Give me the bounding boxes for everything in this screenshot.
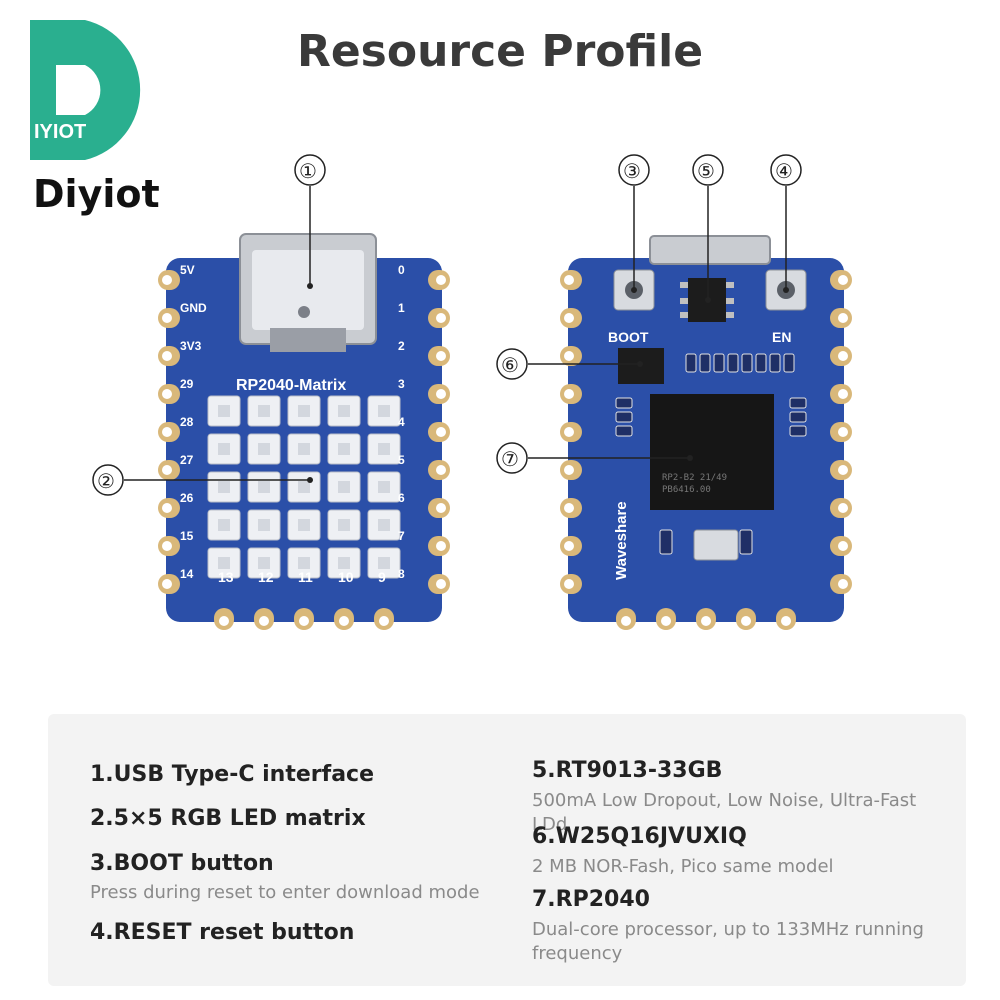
front-right-pin-label: 1 bbox=[398, 301, 405, 315]
front-left-pin-label: 29 bbox=[180, 377, 194, 391]
feature-3-title: 3.BOOT button bbox=[90, 851, 274, 876]
callout-5: ⑤ bbox=[697, 159, 715, 183]
feature-7-desc: Dual-core processor, up to 133MHz runnin… bbox=[532, 919, 924, 964]
feature-6-desc: 2 MB NOR-Fash, Pico same model bbox=[532, 856, 834, 877]
front-right-pin-label: 8 bbox=[398, 567, 405, 581]
chip-text-1: RP2-B2 21/49 bbox=[662, 473, 727, 483]
front-right-pin-label: 2 bbox=[398, 339, 405, 353]
callout-1: ① bbox=[299, 159, 317, 183]
front-right-pin-label: 3 bbox=[398, 377, 405, 391]
front-left-pin-label: 27 bbox=[180, 453, 194, 467]
front-left-pin-label: 15 bbox=[180, 529, 194, 543]
front-right-pin-label: 6 bbox=[398, 491, 405, 505]
feature-3-desc: Press during reset to enter download mod… bbox=[90, 882, 480, 903]
front-edge-pads bbox=[158, 270, 450, 630]
page-title: Resource Profile bbox=[296, 26, 704, 77]
back-edge-pads bbox=[560, 270, 852, 630]
chip-text-2: PB6416.00 bbox=[662, 485, 711, 495]
feature-1-title: 1.USB Type-C interface bbox=[90, 762, 375, 787]
en-label: EN bbox=[772, 329, 791, 345]
feature-4-title: 4.RESET reset button bbox=[90, 920, 355, 945]
feature-panel: 1.USB Type-C interface 2.5×5 RGB LED mat… bbox=[48, 714, 966, 986]
feature-6-title: 6.W25Q16JVUXIQ bbox=[532, 824, 747, 849]
front-bottom-pin-label: 10 bbox=[338, 569, 354, 585]
feature-5-desc: 500mA Low Dropout, Low Noise, Ultra-Fast… bbox=[532, 790, 917, 835]
front-right-pin-label: 0 bbox=[398, 263, 405, 277]
callout-2: ② bbox=[97, 469, 115, 493]
brand-name: Diyiot bbox=[33, 172, 160, 216]
feature-2-title: 2.5×5 RGB LED matrix bbox=[90, 806, 366, 831]
logo-text: IYIOT bbox=[34, 121, 86, 143]
callout-7: ⑦ bbox=[501, 447, 519, 471]
feature-5-title: 5.RT9013-33GB bbox=[532, 758, 723, 783]
board-front-image: RP2040-Matrix 5VGND3V3292827261514012345… bbox=[92, 154, 450, 630]
front-left-pin-label: 14 bbox=[180, 567, 194, 581]
boot-label: BOOT bbox=[608, 329, 649, 345]
back-brand: Waveshare bbox=[613, 501, 630, 580]
front-left-pin-label: 5V bbox=[180, 263, 195, 277]
front-left-pin-label: 28 bbox=[180, 415, 194, 429]
front-left-pin-label: GND bbox=[180, 301, 207, 315]
board-back-image: BOOT EN RP2-B2 21/49 PB6416.00 Waveshare… bbox=[496, 154, 852, 630]
feature-7-title: 7.RP2040 bbox=[532, 887, 650, 912]
front-right-pin-label: 5 bbox=[398, 453, 405, 467]
front-bottom-pin-label: 11 bbox=[298, 569, 313, 585]
front-bottom-pin-label: 9 bbox=[378, 569, 386, 585]
callout-4: ④ bbox=[775, 159, 793, 183]
front-bottom-pin-label: 13 bbox=[218, 569, 234, 585]
front-bottom-pin-label: 12 bbox=[258, 569, 274, 585]
callout-6: ⑥ bbox=[501, 353, 519, 377]
callout-3: ③ bbox=[623, 159, 641, 183]
brand-logo: IYIOT bbox=[30, 20, 141, 160]
front-silkscreen: RP2040-Matrix bbox=[236, 377, 346, 394]
rgb-led-matrix bbox=[207, 395, 401, 579]
front-left-pin-label: 3V3 bbox=[180, 339, 202, 353]
front-right-pin-label: 7 bbox=[398, 529, 405, 543]
front-right-pin-label: 4 bbox=[398, 415, 405, 429]
front-left-pin-label: 26 bbox=[180, 491, 194, 505]
